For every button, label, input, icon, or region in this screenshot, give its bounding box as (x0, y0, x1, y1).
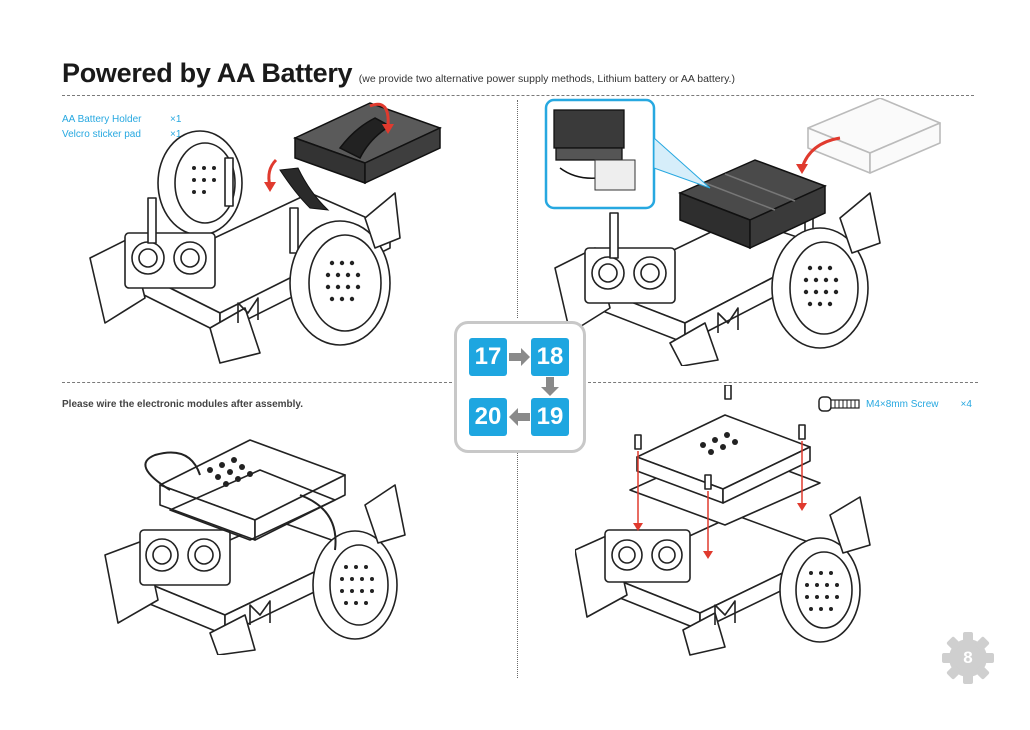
screw-icon (818, 396, 860, 412)
part-name: Velcro sticker pad (62, 129, 141, 140)
step-19-illustration (575, 385, 871, 656)
page-title: Powered by AA Battery (62, 58, 353, 88)
screw-name: M4×8mm Screw (866, 398, 939, 410)
title-divider (62, 95, 974, 96)
screw-label: M4×8mm Screw ×4 (818, 395, 972, 413)
center-divider-top (517, 100, 518, 318)
arrow-right-icon (509, 348, 530, 366)
middle-divider-left (62, 382, 452, 383)
step-arrows (509, 348, 559, 426)
step-18-badge: 18 (531, 338, 569, 376)
parts-list-item: AA Battery Holder ×1 (62, 112, 181, 127)
parts-list: AA Battery Holder ×1 Velcro sticker pad … (62, 112, 181, 142)
step-17-badge: 17 (469, 338, 507, 376)
part-qty: ×1 (170, 129, 182, 140)
parts-list-item: Velcro sticker pad ×1 (62, 127, 181, 142)
step-20-badge: 20 (469, 398, 507, 436)
screw-qty: ×4 (960, 398, 972, 410)
step-17-illustration (89, 102, 442, 364)
page-title-block: Powered by AA Battery (we provide two al… (62, 58, 735, 89)
assembly-note: Please wire the electronic modules after… (62, 399, 304, 410)
part-name: AA Battery Holder (62, 114, 142, 125)
arrow-down-icon (541, 377, 559, 396)
page-subtitle: (we provide two alternative power supply… (358, 73, 735, 85)
arrow-left-icon (509, 408, 530, 426)
step-sequence-box: 17 18 19 20 (454, 321, 586, 453)
middle-divider-right (588, 382, 978, 383)
center-divider-bottom (517, 452, 518, 678)
step-19-badge: 19 (531, 398, 569, 436)
step-18-illustration (544, 98, 941, 366)
page-number: 8 (963, 648, 973, 667)
gear-icon (942, 632, 994, 684)
part-qty: ×1 (170, 114, 182, 125)
step-20-illustration (104, 439, 406, 655)
